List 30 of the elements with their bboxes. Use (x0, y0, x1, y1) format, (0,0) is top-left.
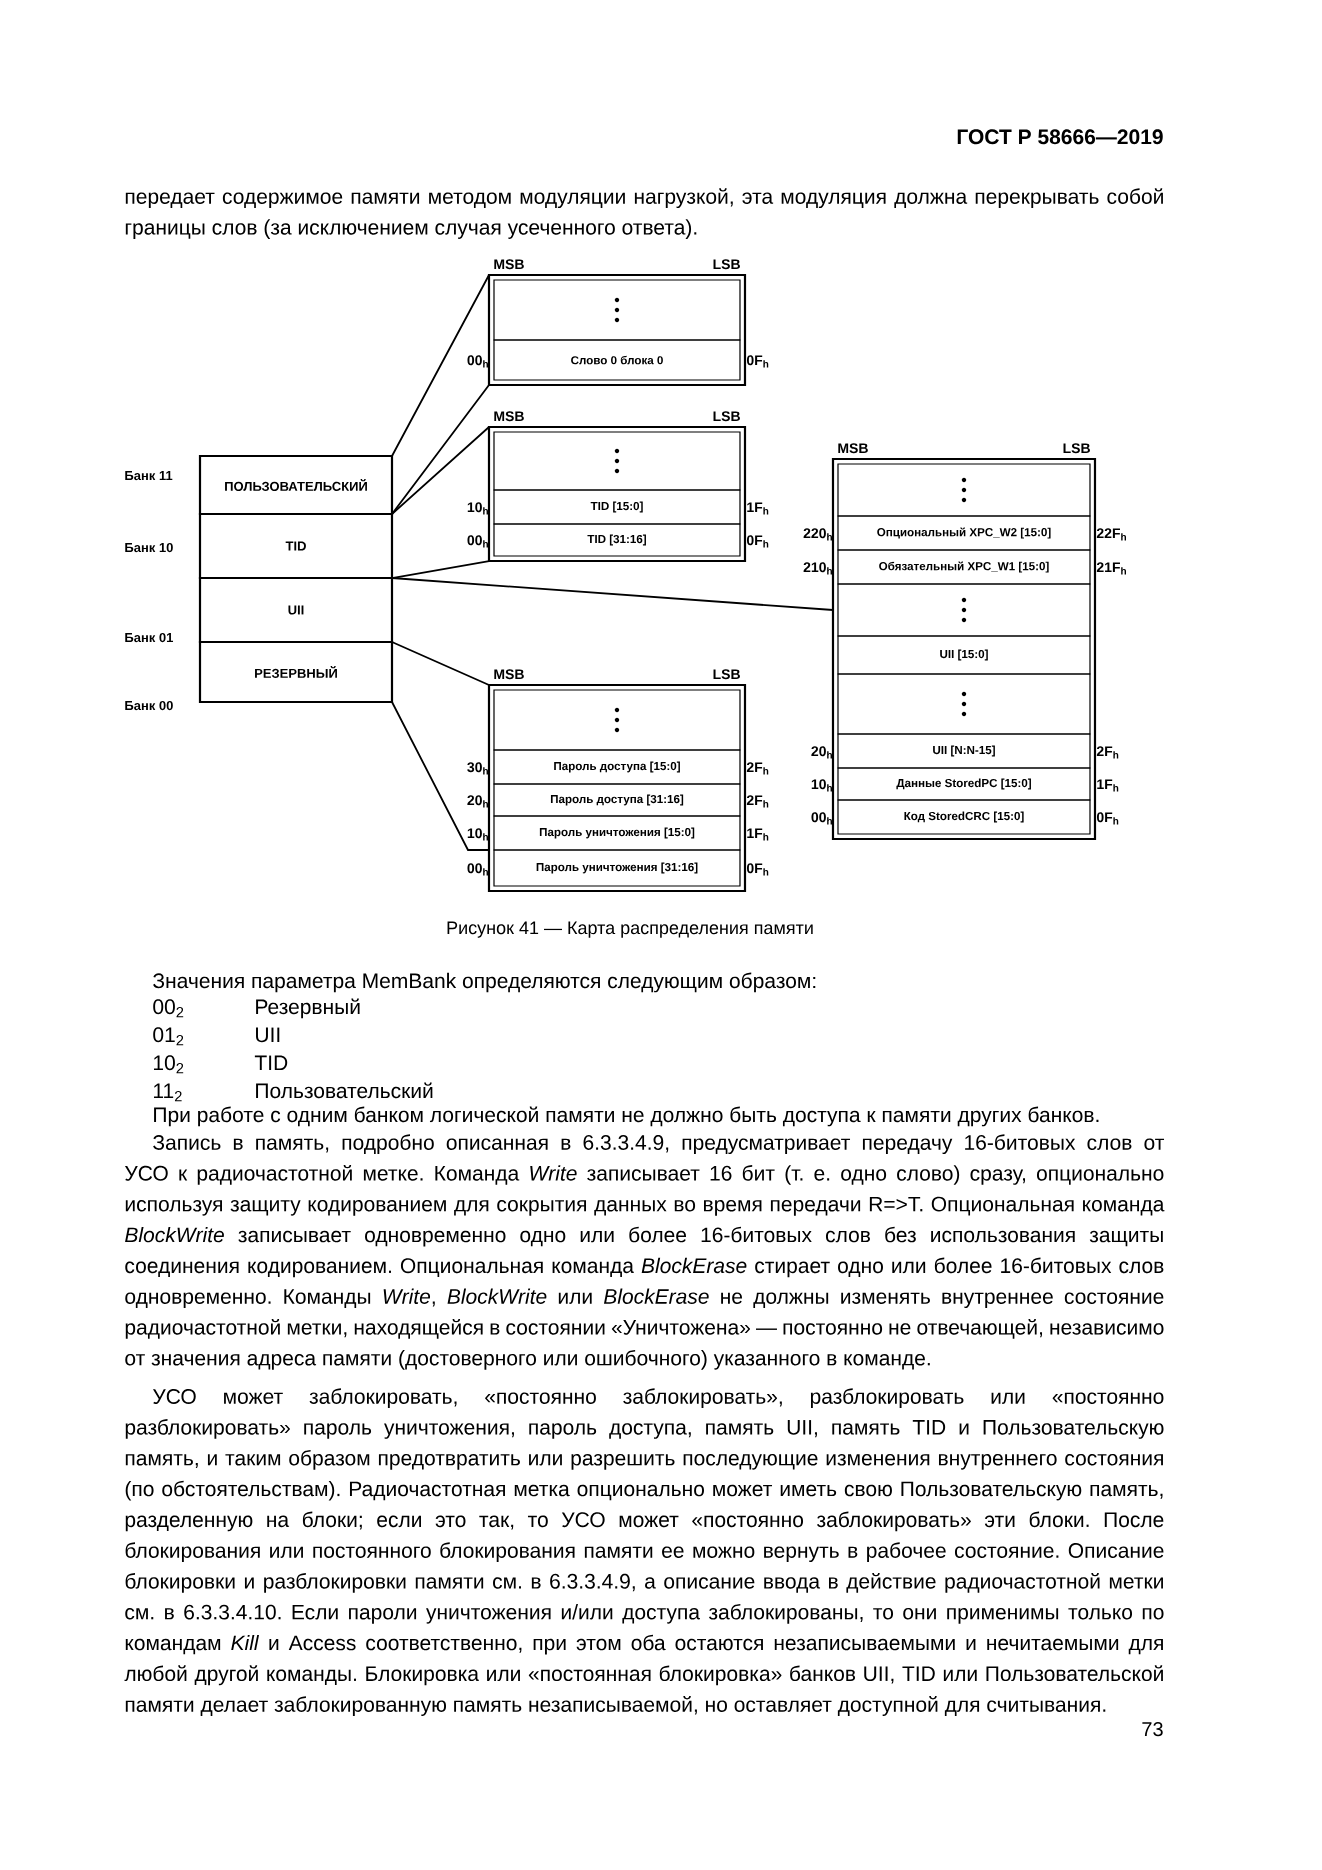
ellipsis-row (837, 463, 1091, 517)
paragraph: Запись в память, подробно описанная в 6.3.3.4.9, предусматривает передачу 16-битовых слов от УСО к радиочастотной метке. Команда Write записывает 16 бит (т. е. одно слово) сразу, опционально используя защиту кодированием для сокрытия данных во время передачи R=>T. Опциональная команда BlockWrite записывает одновременно одно или более 16-битовых слов без использования защиты соединения кодированием. Опциональная команда BlockErase стирает одно или более 16-битовых слов одновременно. Команды Write, BlockWrite или BlockErase не должны изменять внутреннее состояние радиочастотной метки, находящейся в состоянии «Уничтожена» — постоянно не отвечающей, независимо от значения адреса памяти (достоверного или ошибочного) указанного в команде. (124, 1134, 1165, 1370)
memory-map-frame (487, 425, 747, 563)
paragraph: передает содержимое памяти методом модуляции нагрузкой, эта модуляция должна перекрывать собой границы слов (за исключением случая усеченного ответа). (125, 188, 1163, 239)
page-header: ГОСТ Р 58666—2019 (957, 129, 1163, 145)
list-item-text: UII (256, 1027, 280, 1043)
list-item-text: Пользовательский (256, 1082, 433, 1099)
ellipsis-row (493, 689, 741, 751)
memory-map-frame (487, 273, 747, 387)
list-code: 11$_{2}$ (154, 1083, 182, 1102)
ellipsis-row (837, 583, 1091, 637)
memory-map-frame (831, 457, 1097, 841)
list-item-text: TID (254, 1055, 288, 1070)
paragraph: При работе с одним банком логической памяти не должно быть доступа к памяти других банков. (154, 1106, 1099, 1127)
fan-line (391, 426, 490, 579)
paragraph: УСО может заблокировать, «постоянно заблокировать», разблокировать или «постоянно разблокировать» пароль уничтожения, пароль доступа, память UII, память TID и Пользовательскую память, и таким образом предотвратить или разрешить последующие изменения внутреннего состояния (по обстоятельствам). Радиочастотная метка опционально может иметь свою Пользовательскую память, разделенную на блоки; если это так, то УСО может «постоянно заблокировать» эти блоки. После блокирования или постоянного блокирования памяти ее можно вернуть в рабочее состояние. Описание блокировки и разблокировки памяти см. в 6.3.3.4.9, а описание ввода в действие радиочастотной метки см. в 6.3.3.4.10. Если пароли уничтожения и/или доступа заблокированы, то они применимы только по командам Kill и Access соответственно, при этом оба остаются незаписываемыми и нечитаемыми для любой другой команды. Блокировка или «постоянная блокировка» банков UII, TID или Пользовательской памяти делает заблокированную память незаписываемой, но оставляет доступной для считывания. (124, 1388, 1164, 1717)
page-number: 73 (1142, 1722, 1163, 1737)
fan-line (391, 274, 490, 515)
ellipsis-row (493, 431, 741, 491)
list-item-text: Резервный (256, 998, 360, 1019)
list-code: 00$_{2}$ (153, 999, 184, 1018)
figure-caption: Рисунок 41 — Карта распределения памяти (447, 921, 813, 938)
fan-line (391, 577, 834, 611)
memory-map-frame (487, 683, 747, 893)
ellipsis-row (493, 279, 741, 341)
list-code: 10$_{2}$ (154, 1055, 184, 1074)
list-code: 01$_{2}$ (153, 1027, 184, 1046)
fan-line (391, 641, 490, 851)
ellipsis-row (837, 673, 1091, 735)
paragraph: Значения параметра MemBank определяются следующим образом: (153, 972, 816, 993)
